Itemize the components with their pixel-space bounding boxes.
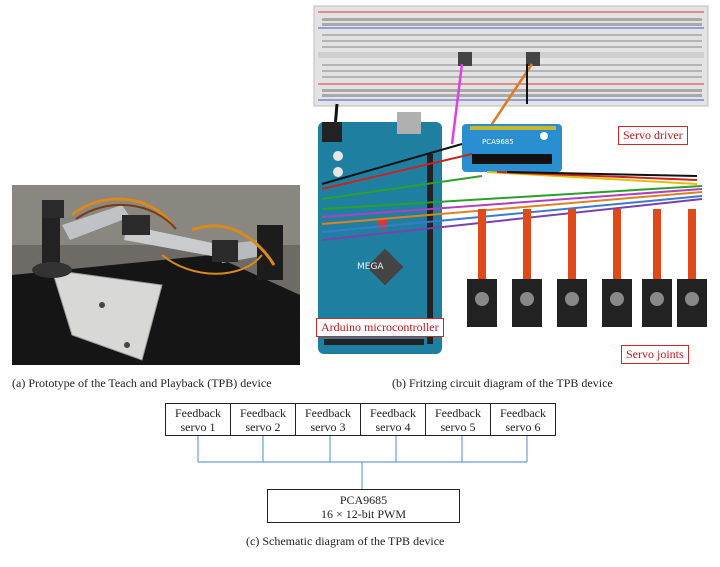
pca-line2: 16 × 12-bit PWM [320, 507, 407, 521]
servo-4-line2: servo 4 [375, 420, 411, 434]
arduino-label: Arduino microcontroller [316, 318, 444, 337]
prototype-photo [12, 185, 300, 365]
caption-a: (a) Prototype of the Teach and Playback … [12, 376, 272, 390]
servo-box-row: Feedback servo 1 Feedback servo 2 Feedba… [165, 403, 556, 436]
feedback-servo-5-box: Feedback servo 5 [425, 403, 491, 436]
servo-3-line2: servo 3 [310, 420, 346, 434]
feedback-servo-3-box: Feedback servo 3 [295, 403, 361, 436]
svg-text:PCA9685: PCA9685 [482, 138, 514, 146]
servo-3-line1: Feedback [305, 406, 351, 420]
caption-c: (c) Schematic diagram of the TPB device [246, 534, 445, 548]
feedback-servo-4-box: Feedback servo 4 [360, 403, 426, 436]
pca9685-box: PCA9685 16 × 12-bit PWM [267, 489, 460, 523]
fritzing-diagram: MEGA PCA9685 [312, 4, 710, 368]
servo-5-line2: servo 5 [440, 420, 476, 434]
servo-2-line1: Feedback [240, 406, 286, 420]
pca-line1: PCA9685 [339, 493, 388, 507]
svg-text:MEGA: MEGA [357, 262, 384, 272]
servo-joints-label: Servo joints [621, 345, 689, 364]
servo-6-line1: Feedback [500, 406, 546, 420]
servo-driver-label: Servo driver [618, 126, 688, 145]
servo-5-line1: Feedback [435, 406, 481, 420]
feedback-servo-6-box: Feedback servo 6 [490, 403, 556, 436]
caption-b: (b) Fritzing circuit diagram of the TPB … [392, 376, 613, 390]
servo-6-line2: servo 6 [505, 420, 541, 434]
servo-1-line2: servo 1 [180, 420, 216, 434]
servo-2-line2: servo 2 [245, 420, 281, 434]
servo-4-line1: Feedback [370, 406, 416, 420]
feedback-servo-2-box: Feedback servo 2 [230, 403, 296, 436]
servo-1-line1: Feedback [175, 406, 221, 420]
